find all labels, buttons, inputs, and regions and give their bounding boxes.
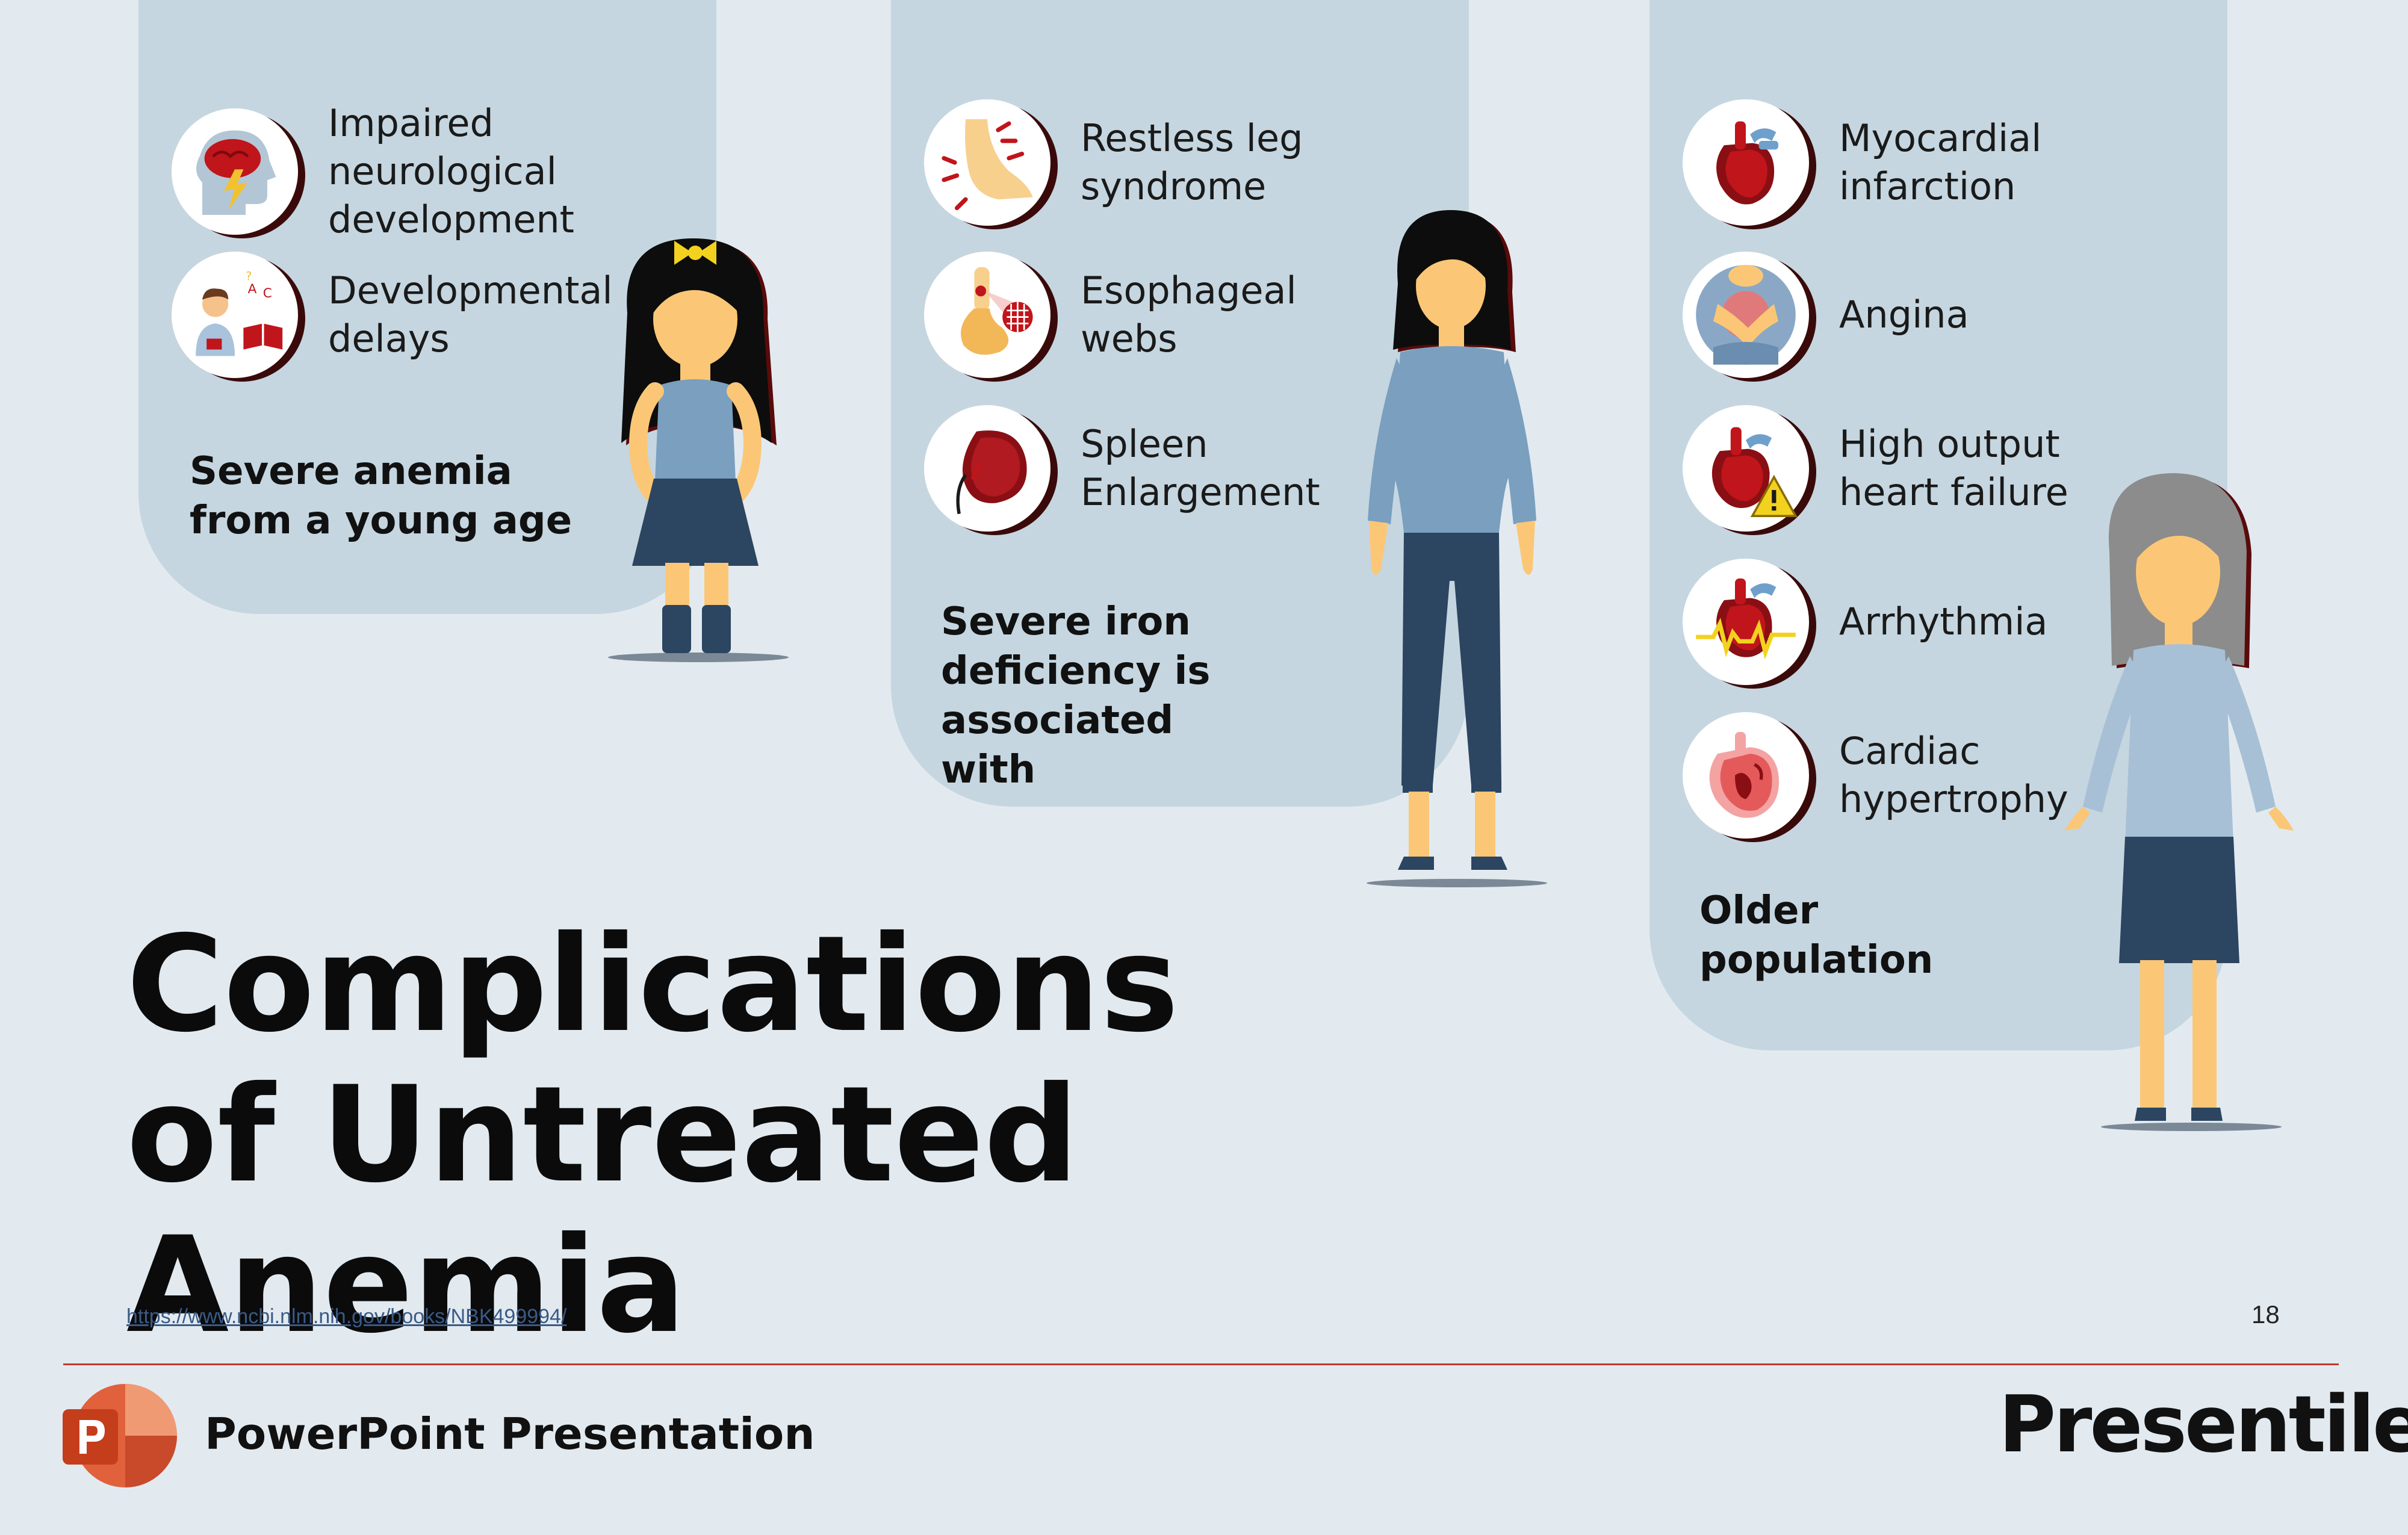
list-item: Arrhythmia (1683, 559, 2098, 685)
group-title: Older population (1699, 888, 1934, 982)
list-item: Cardiac hypertrophy (1683, 712, 2098, 839)
page-number: 18 (2251, 1300, 2280, 1329)
spleen-icon (924, 405, 1050, 532)
item-label: High output heart failure (1839, 422, 2068, 514)
item-label: Restless leg syndrome (1081, 116, 1303, 208)
esophagus-icon (924, 252, 1050, 378)
brand-logo: Presentile (1999, 1378, 2408, 1470)
leg-pain-icon (924, 99, 1050, 226)
list-item: Spleen Enlargement (924, 405, 1339, 532)
list-item: Esophageal webs (924, 252, 1339, 378)
item-label: Myocardial infarction (1839, 116, 2042, 208)
list-item: High output heart failure (1683, 405, 2098, 532)
item-label: Angina (1839, 293, 1969, 336)
source-link[interactable]: https://www.ncbi.nlm.nih.gov/books/NBK49… (126, 1305, 567, 1328)
item-label: Spleen Enlargement (1081, 422, 1320, 514)
list-item: A C ? Developmental delays (172, 252, 613, 378)
item-label: Esophageal webs (1081, 268, 1297, 361)
older-woman-figure (2065, 473, 2294, 1131)
heart-warning-icon (1683, 405, 1809, 532)
child-learning-icon: A C ? (172, 252, 298, 378)
heart-icon (1683, 99, 1809, 226)
group-title: Severe iron deficiency is associated wit… (941, 600, 1211, 792)
woman-figure (1367, 210, 1547, 887)
brain-lightning-icon (172, 108, 298, 235)
slide-title: Complications of Untreated Anemia (126, 907, 1179, 1362)
list-item: Restless leg syndrome (924, 99, 1339, 226)
svg-text:A: A (248, 282, 257, 297)
svg-text:?: ? (246, 269, 252, 283)
item-label: Impaired neurological development (328, 101, 574, 241)
list-item: Angina (1683, 252, 2098, 378)
list-item: Impaired neurological development (172, 99, 713, 244)
svg-text:C: C (263, 286, 272, 301)
heart-section-icon (1683, 712, 1809, 839)
chest-pain-icon (1683, 252, 1809, 378)
powerpoint-icon (63, 1384, 177, 1487)
footer-title: PowerPoint Presentation (205, 1409, 815, 1459)
group-title: Severe anemia from a young age (190, 449, 573, 543)
footer-divider (63, 1363, 2339, 1365)
item-label: Developmental delays (328, 268, 613, 361)
heart-rhythm-icon (1683, 559, 1809, 685)
item-label: Arrhythmia (1839, 600, 2048, 643)
item-label: Cardiac hypertrophy (1839, 729, 2068, 821)
list-item: Myocardial infarction (1683, 99, 2098, 226)
girl-figure (608, 238, 789, 662)
